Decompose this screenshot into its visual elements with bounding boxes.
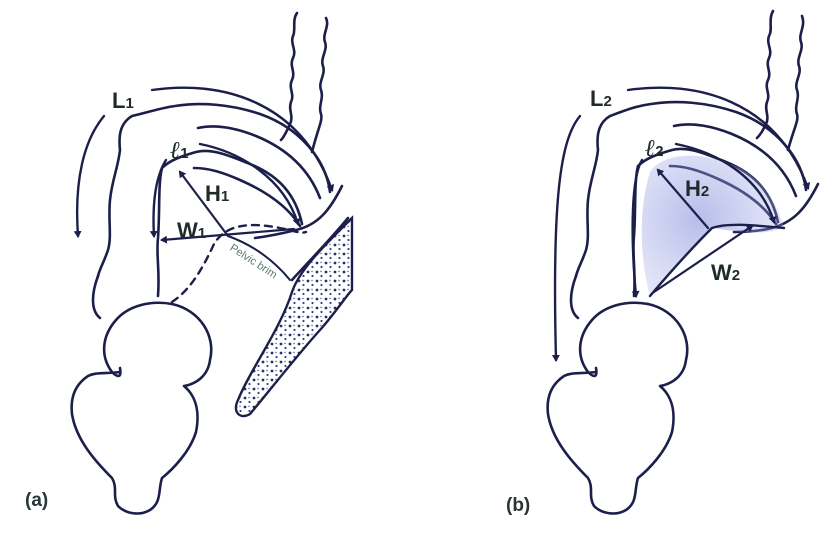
l2-arrow-left bbox=[551, 114, 582, 362]
sigmoid-mid-wall bbox=[196, 125, 322, 200]
w2-arrow bbox=[652, 224, 754, 294]
rectum-upper-lobe bbox=[102, 301, 174, 378]
label-l2: L2 bbox=[590, 86, 612, 111]
sigmoid-outer-wall bbox=[96, 102, 332, 278]
l1-small-arrow-left bbox=[149, 158, 168, 238]
l2-arrow bbox=[626, 86, 811, 190]
panel-a-drawing bbox=[70, 11, 350, 515]
sigmoid-mid-wall bbox=[672, 123, 798, 198]
l2-small-arrow bbox=[674, 142, 777, 224]
pelvic-brim-line bbox=[227, 235, 291, 281]
rectum-outline bbox=[70, 302, 213, 515]
pubic-bone bbox=[234, 215, 354, 418]
label-ell1: ℓ1 bbox=[170, 135, 189, 164]
pelvic-brim-dashed bbox=[170, 223, 308, 304]
descending-colon-right-wall bbox=[786, 14, 805, 152]
sigmoid-inner-wall bbox=[156, 149, 304, 298]
sigmoid-outer-wall-lower bbox=[569, 274, 580, 320]
h1-arrow bbox=[178, 170, 230, 238]
l1-arrow-left bbox=[73, 114, 106, 238]
l1-arrow bbox=[150, 86, 335, 192]
l2-small-arrow-left bbox=[631, 158, 644, 298]
l1-small-arrow bbox=[198, 142, 301, 226]
w2-boundary bbox=[648, 223, 786, 298]
label-l1: L1 bbox=[112, 88, 134, 113]
rectum-outline bbox=[546, 302, 689, 515]
label-w1: W1 bbox=[177, 218, 207, 243]
pelvic-curve bbox=[253, 184, 344, 240]
panel-label-b: (b) bbox=[506, 495, 531, 516]
label-h1: H1 bbox=[205, 181, 230, 206]
label-w2: W2 bbox=[711, 260, 741, 285]
rectum-upper-lobe bbox=[578, 301, 650, 378]
sigmoid-outer-wall bbox=[574, 100, 808, 278]
panel-label-a: (a) bbox=[25, 490, 49, 511]
descending-colon-right-wall bbox=[310, 16, 329, 154]
label-ell2: ℓ2 bbox=[645, 133, 664, 162]
panel-b-drawing bbox=[546, 9, 820, 515]
sigmoid-inner-fold bbox=[192, 166, 302, 228]
h2-arrow bbox=[656, 168, 710, 230]
sigmoid-outer-wall-lower bbox=[91, 274, 102, 320]
label-h2: H2 bbox=[685, 176, 710, 201]
panel-b-measure bbox=[551, 86, 811, 362]
